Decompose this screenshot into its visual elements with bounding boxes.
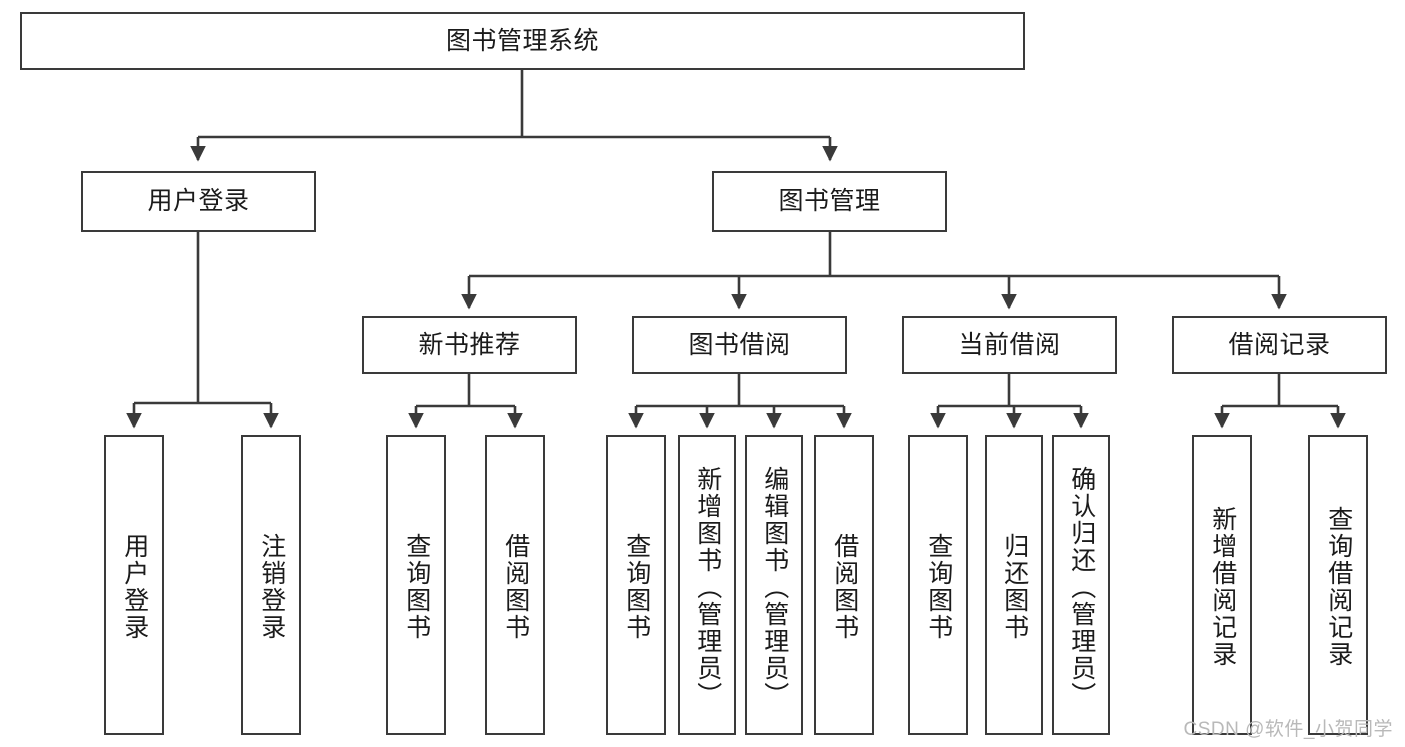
node-borrow-record-label: 借阅记录 xyxy=(1228,330,1331,359)
node-leaf-query-record[interactable]: 查询借阅记录 xyxy=(1308,435,1368,735)
node-leaf-borrow-book-1-label: 借阅图书 xyxy=(501,533,530,641)
node-leaf-add-record-label: 新增借阅记录 xyxy=(1208,506,1237,668)
csdn-watermark: CSDN @软件_小贺同学 xyxy=(1183,719,1393,740)
node-leaf-confirm-return[interactable]: 确认归还（管理员） xyxy=(1052,435,1110,735)
node-leaf-add-book-label: 新增图书（管理员） xyxy=(693,465,722,709)
node-leaf-user-logout[interactable]: 注销登录 xyxy=(241,435,301,735)
node-leaf-edit-book[interactable]: 编辑图书（管理员） xyxy=(745,435,803,735)
node-borrow-record[interactable]: 借阅记录 xyxy=(1172,316,1387,374)
node-leaf-borrow-book-1[interactable]: 借阅图书 xyxy=(485,435,545,735)
node-book-manage[interactable]: 图书管理 xyxy=(712,171,947,232)
node-leaf-query-book-2-label: 查询图书 xyxy=(622,533,651,641)
node-leaf-add-record[interactable]: 新增借阅记录 xyxy=(1192,435,1252,735)
node-leaf-query-book-2[interactable]: 查询图书 xyxy=(606,435,666,735)
node-leaf-add-book[interactable]: 新增图书（管理员） xyxy=(678,435,736,735)
node-book-borrow[interactable]: 图书借阅 xyxy=(632,316,847,374)
node-leaf-return-book[interactable]: 归还图书 xyxy=(985,435,1043,735)
node-leaf-borrow-book-2[interactable]: 借阅图书 xyxy=(814,435,874,735)
node-leaf-user-login-label: 用户登录 xyxy=(120,533,149,641)
node-new-book-rec-label: 新书推荐 xyxy=(418,330,521,359)
node-new-book-rec[interactable]: 新书推荐 xyxy=(362,316,577,374)
node-leaf-query-record-label: 查询借阅记录 xyxy=(1324,506,1353,668)
node-leaf-query-book-1[interactable]: 查询图书 xyxy=(386,435,446,735)
node-leaf-confirm-return-label: 确认归还（管理员） xyxy=(1067,465,1096,709)
node-leaf-query-book-3[interactable]: 查询图书 xyxy=(908,435,968,735)
node-root-label: 图书管理系统 xyxy=(445,26,599,55)
node-leaf-borrow-book-2-label: 借阅图书 xyxy=(830,533,859,641)
node-user-login[interactable]: 用户登录 xyxy=(81,171,316,232)
node-user-login-label: 用户登录 xyxy=(147,187,250,216)
node-leaf-query-book-1-label: 查询图书 xyxy=(402,533,431,641)
node-leaf-edit-book-label: 编辑图书（管理员） xyxy=(760,465,789,709)
node-leaf-user-logout-label: 注销登录 xyxy=(257,533,286,641)
node-leaf-query-book-3-label: 查询图书 xyxy=(924,533,953,641)
node-current-borrow[interactable]: 当前借阅 xyxy=(902,316,1117,374)
node-leaf-return-book-label: 归还图书 xyxy=(1000,533,1029,641)
node-leaf-user-login[interactable]: 用户登录 xyxy=(104,435,164,735)
node-root[interactable]: 图书管理系统 xyxy=(20,12,1025,70)
node-current-borrow-label: 当前借阅 xyxy=(958,330,1061,359)
node-book-manage-label: 图书管理 xyxy=(778,187,881,216)
node-book-borrow-label: 图书借阅 xyxy=(688,330,791,359)
